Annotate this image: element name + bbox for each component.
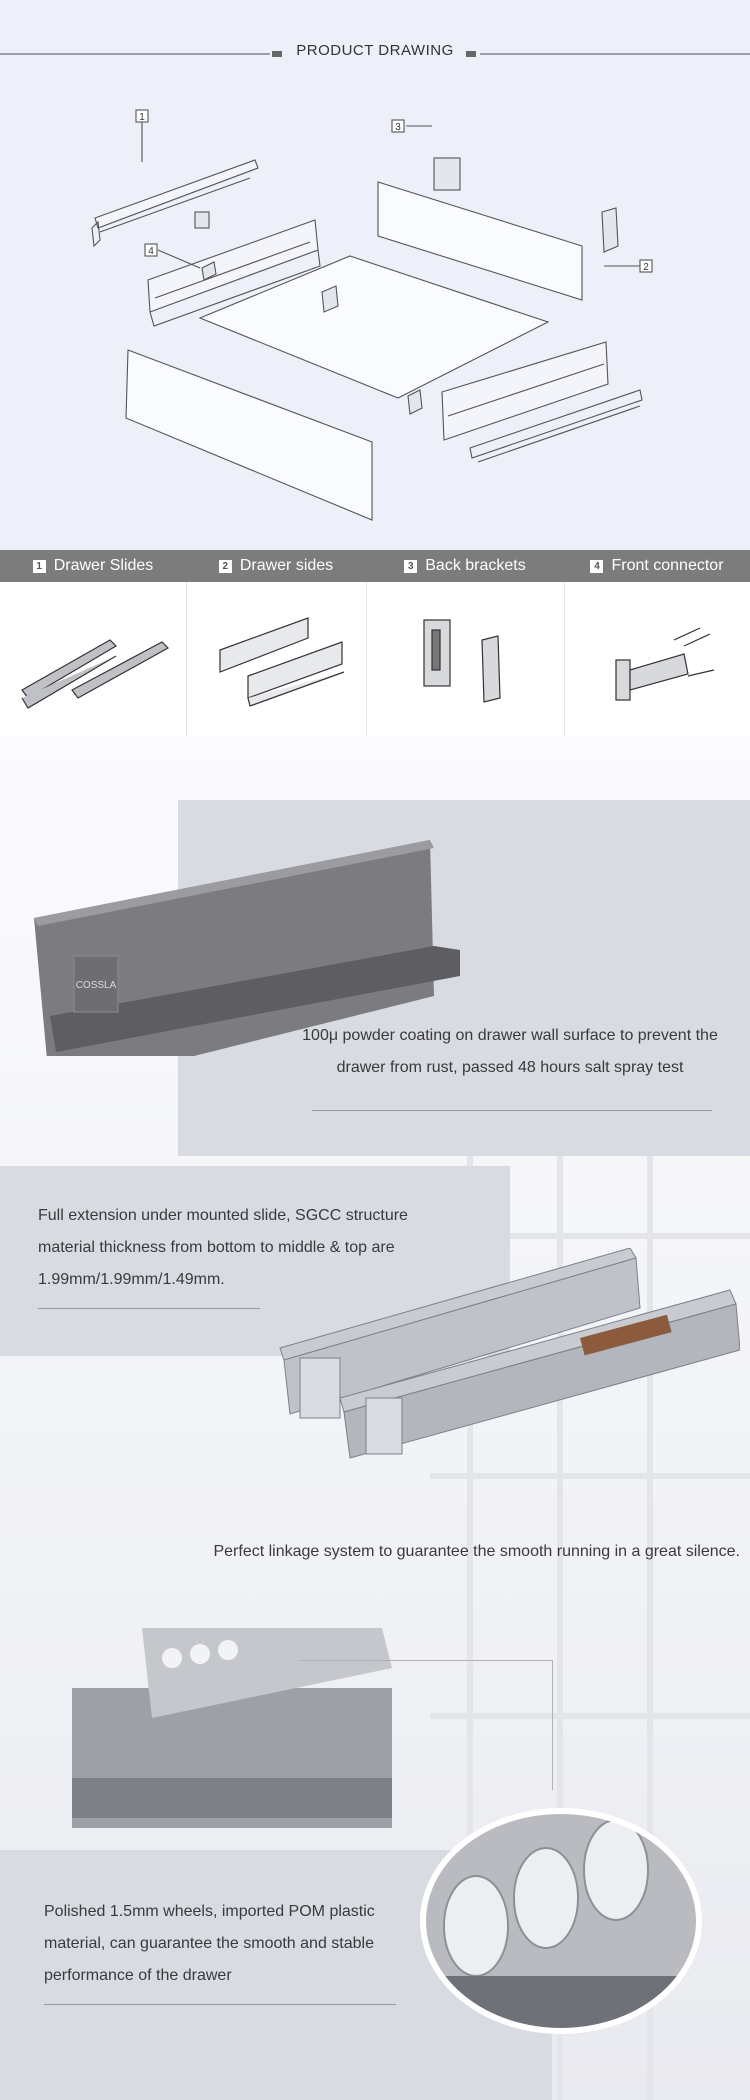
- back-bracket-drawing-1: [433, 157, 461, 191]
- linkage-caption: Perfect linkage system to guarantee the …: [213, 1543, 740, 1560]
- extension-rule: [38, 1308, 260, 1309]
- part-label: Front connector: [611, 557, 724, 574]
- callout-3: 3: [395, 122, 401, 133]
- part-front-connector: 4 Front connector: [564, 550, 750, 736]
- coating-rule: [312, 1110, 712, 1111]
- part-label: Back brackets: [425, 557, 526, 574]
- zoom-leader-vertical: [552, 1660, 553, 1790]
- part-number: 3: [404, 559, 418, 573]
- section-title-row: PRODUCT DRAWING: [0, 42, 750, 66]
- part-header: 3 Back brackets: [366, 550, 564, 582]
- brand-logo: COSSLA: [76, 980, 117, 991]
- title-line-right: [480, 53, 750, 55]
- back-panel-drawing: [377, 181, 583, 301]
- part-drawer-slides: 1 Drawer Slides: [0, 550, 187, 736]
- front-connector-image: [615, 627, 715, 701]
- title-dash-right: [466, 51, 476, 57]
- section-title: PRODUCT DRAWING: [0, 42, 750, 59]
- part-label: Drawer sides: [239, 557, 334, 574]
- drawer-bottom-drawing: [198, 255, 550, 399]
- wheels-caption: Polished 1.5mm wheels, imported POM plas…: [44, 1903, 375, 1984]
- back-brackets-image: [423, 619, 501, 703]
- part-header: 2 Drawer sides: [186, 550, 366, 582]
- wheels-rule: [44, 2004, 396, 2005]
- coating-caption: 100μ powder coating on drawer wall surfa…: [302, 1027, 718, 1076]
- zoom-leader-line: [300, 1660, 552, 1661]
- drawer-side-photo: COSSLA: [34, 840, 460, 1056]
- callout-4: 4: [148, 246, 154, 257]
- back-bracket-drawing-2: [601, 207, 619, 253]
- slides-photo: [279, 1248, 740, 1459]
- features-section: COSSLA 100μ powder coating on drawer wal…: [0, 736, 750, 2100]
- part-header: 1 Drawer Slides: [0, 550, 186, 582]
- product-drawing-section: PRODUCT DRAWING: [0, 0, 750, 550]
- part-number: 1: [32, 559, 46, 573]
- wheels-closeup-photo: [72, 1628, 392, 1828]
- wheel-magnifier: [420, 1808, 702, 2034]
- part-drawer-sides: 2 Drawer sides: [186, 550, 367, 736]
- part-number: 2: [218, 559, 232, 573]
- right-side-drawing: [441, 341, 643, 463]
- front-panel-drawing: [125, 349, 373, 521]
- exploded-view-diagram: 1 2 3 4: [91, 109, 653, 521]
- part-back-brackets: 3 Back brackets: [366, 550, 565, 736]
- title-dash-left: [272, 51, 282, 57]
- part-number: 4: [590, 559, 604, 573]
- title-line-left: [0, 53, 270, 55]
- left-slide-drawing: [91, 159, 321, 327]
- drawer-sides-image: [219, 617, 345, 707]
- drawer-slides-image: [21, 639, 169, 709]
- callout-2: 2: [643, 262, 649, 273]
- part-label: Drawer Slides: [53, 557, 154, 574]
- extension-caption: Full extension under mounted slide, SGCC…: [38, 1207, 408, 1288]
- callout-1: 1: [139, 112, 145, 123]
- parts-strip: 1 Drawer Slides 2 Drawer sides 3 Bac: [0, 550, 750, 738]
- part-header: 4 Front connector: [564, 550, 750, 582]
